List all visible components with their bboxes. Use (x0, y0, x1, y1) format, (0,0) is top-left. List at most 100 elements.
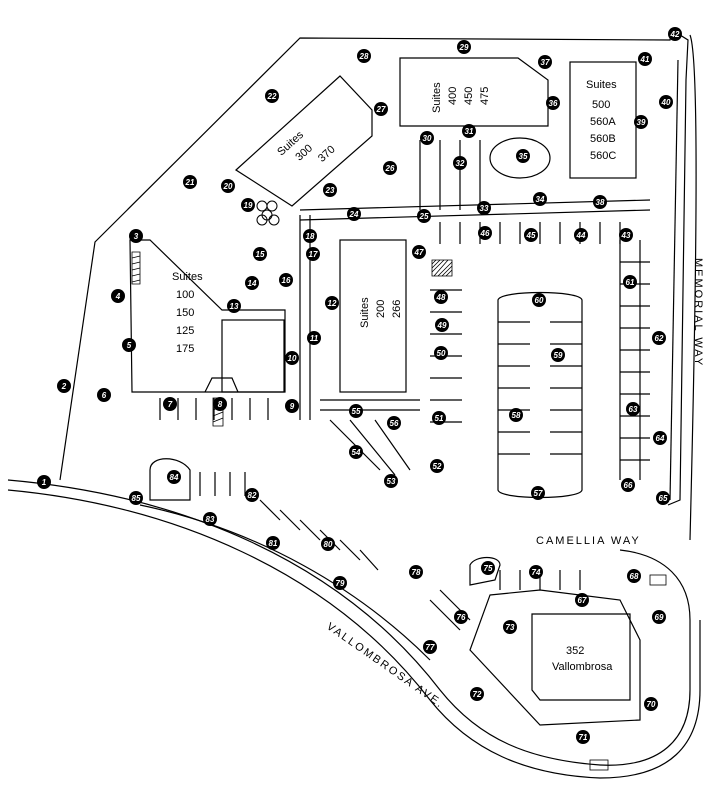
building-200-line: 266 (391, 300, 403, 318)
marker-dot (412, 245, 426, 259)
map-marker: 20 (221, 179, 235, 193)
map-marker: 47 (412, 245, 426, 259)
marker-dot (538, 55, 552, 69)
map-marker: 54 (349, 445, 363, 459)
marker-number: 7 (168, 400, 173, 409)
marker-number: 46 (480, 229, 490, 238)
marker-dot (432, 411, 446, 425)
marker-dot (420, 131, 434, 145)
marker-number: 67 (578, 596, 587, 605)
marker-dot (621, 478, 635, 492)
marker-number: 35 (519, 152, 528, 161)
marker-dot (97, 388, 111, 402)
map-marker: 21 (183, 175, 197, 189)
marker-number: 71 (579, 733, 588, 742)
street-camellia-way: CAMELLIA WAY (536, 535, 641, 547)
marker-number: 44 (576, 231, 586, 240)
marker-number: 73 (506, 623, 515, 632)
map-marker: 79 (333, 576, 347, 590)
marker-number: 17 (309, 250, 318, 259)
marker-number: 74 (532, 568, 541, 577)
marker-number: 70 (647, 700, 656, 709)
map-marker: 6 (97, 388, 111, 402)
map-marker: 19 (241, 198, 255, 212)
marker-number: 78 (412, 568, 421, 577)
map-marker: 11 (307, 331, 321, 345)
marker-number: 18 (306, 232, 315, 241)
map-marker: 52 (430, 459, 444, 473)
map-marker: 39 (634, 115, 648, 129)
building-400-line: 475 (479, 87, 491, 105)
marker-number: 15 (256, 250, 265, 259)
map-marker: 25 (417, 209, 431, 223)
marker-dot (245, 276, 259, 290)
marker-dot (163, 397, 177, 411)
marker-dot (265, 89, 279, 103)
marker-dot (481, 561, 495, 575)
marker-dot (653, 431, 667, 445)
map-marker: 27 (374, 102, 388, 116)
marker-number: 68 (630, 572, 639, 581)
marker-number: 13 (230, 302, 239, 311)
marker-dot (434, 290, 448, 304)
marker-dot (241, 198, 255, 212)
building-400-line: Suites (431, 82, 443, 113)
marker-dot (668, 27, 682, 41)
marker-dot (303, 229, 317, 243)
map-marker: 43 (619, 228, 633, 242)
marker-number: 24 (349, 210, 359, 219)
marker-number: 12 (328, 299, 337, 308)
marker-dot (626, 402, 640, 416)
map-marker: 85 (129, 491, 143, 505)
marker-number: 10 (288, 354, 297, 363)
marker-dot (575, 593, 589, 607)
marker-dot (306, 247, 320, 261)
map-marker: 58 (509, 408, 523, 422)
marker-number: 59 (554, 351, 563, 360)
marker-dot (529, 565, 543, 579)
marker-dot (462, 124, 476, 138)
marker-number: 80 (324, 540, 333, 549)
map-marker: 82 (245, 488, 259, 502)
marker-dot (409, 565, 423, 579)
marker-number: 83 (206, 515, 215, 524)
map-marker: 8 (213, 397, 227, 411)
marker-number: 66 (624, 481, 633, 490)
marker-number: 79 (336, 579, 345, 588)
map-marker: 10 (285, 351, 299, 365)
street-memorial-way: MEMORIAL WAY (692, 258, 704, 367)
map-marker: 37 (538, 55, 552, 69)
map-marker: 16 (279, 273, 293, 287)
marker-number: 28 (359, 52, 369, 61)
marker-dot (122, 338, 136, 352)
building-500-line: Suites (586, 79, 617, 91)
marker-dot (307, 331, 321, 345)
marker-number: 85 (132, 494, 141, 503)
marker-number: 6 (102, 391, 107, 400)
marker-number: 22 (267, 92, 277, 101)
building-352: 352 Vallombrosa (552, 645, 613, 673)
marker-number: 25 (419, 212, 429, 221)
building-100-line: 150 (176, 307, 194, 319)
marker-number: 36 (549, 99, 558, 108)
building-400: Suites 400 450 475 (431, 82, 491, 113)
marker-number: 55 (352, 407, 361, 416)
marker-dot (503, 620, 517, 634)
map-marker: 66 (621, 478, 635, 492)
map-marker: 84 (167, 470, 181, 484)
marker-dot (533, 192, 547, 206)
map-marker: 80 (321, 537, 335, 551)
marker-dot (349, 404, 363, 418)
marker-dot (183, 175, 197, 189)
map-marker: 26 (383, 161, 397, 175)
map-marker: 33 (477, 201, 491, 215)
building-200: Suites 200 266 (359, 297, 403, 328)
marker-number: 50 (437, 349, 446, 358)
map-marker: 68 (627, 569, 641, 583)
marker-number: 42 (670, 30, 680, 39)
marker-number: 64 (656, 434, 665, 443)
marker-number: 14 (248, 279, 257, 288)
marker-number: 49 (437, 321, 447, 330)
building-100-line: 175 (176, 343, 194, 355)
